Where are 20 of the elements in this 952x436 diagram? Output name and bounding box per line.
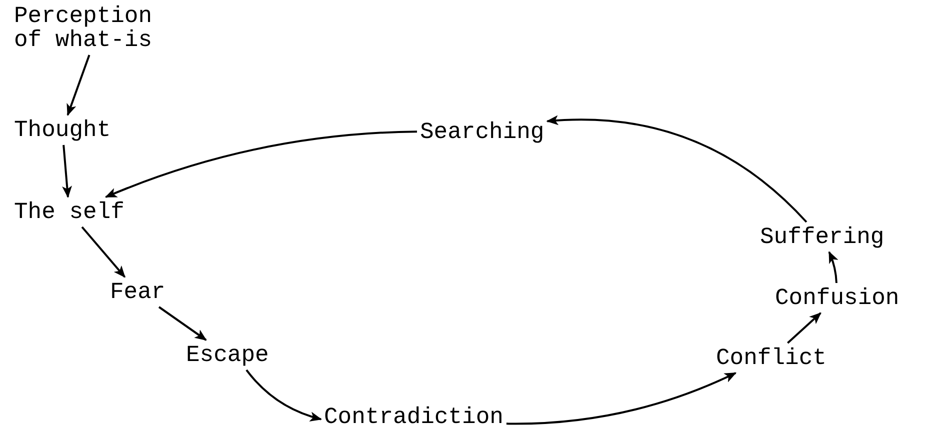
arrow [62, 144, 72, 198]
arrow [104, 130, 418, 198]
node-label: Confusion [775, 286, 900, 310]
node-label: Conflict [716, 346, 826, 370]
node-label: Perception of what-is [14, 4, 184, 52]
arrow [81, 226, 126, 278]
arrow [546, 116, 808, 223]
node-label: Thought [14, 118, 111, 142]
node-label: Suffering [760, 225, 884, 249]
arrow [246, 369, 322, 422]
node-label: Searching [420, 120, 544, 144]
node-label: The self [14, 200, 124, 224]
arrow [506, 372, 737, 425]
arrow [66, 54, 90, 116]
node-label: Escape [186, 343, 269, 367]
node-label: Contradiction [324, 405, 504, 429]
arrow [828, 251, 838, 284]
node-label: Fear [110, 280, 166, 304]
arrow [158, 306, 207, 341]
arrow [787, 312, 822, 344]
